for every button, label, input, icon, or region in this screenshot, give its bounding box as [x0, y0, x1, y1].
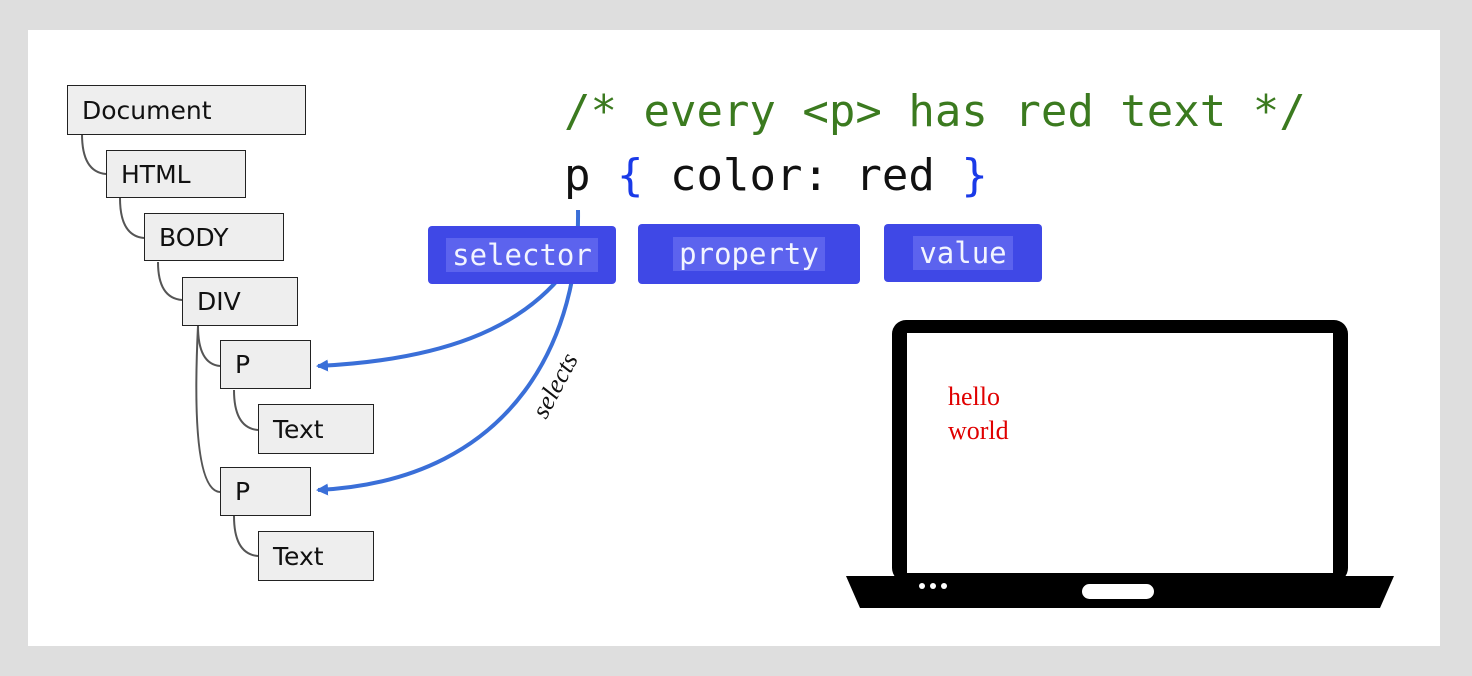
- tree-node-label: Text: [273, 541, 324, 571]
- css-comment: /* every <p> has red text */: [564, 86, 1306, 137]
- css-declaration: color: red: [670, 150, 935, 201]
- connector-p1-text1: [233, 389, 259, 431]
- tree-node-label: Text: [273, 414, 324, 444]
- tree-node-text1: Text: [258, 404, 374, 454]
- laptop-screen-text: hello world: [948, 380, 1009, 448]
- connector-html-body: [119, 197, 145, 239]
- tree-connectors: [81, 133, 259, 557]
- tree-node-body: BODY: [144, 213, 284, 261]
- arrow-to-p1: [316, 268, 568, 372]
- css-rule: p { color: red }: [564, 154, 988, 198]
- selector-tag: selector: [428, 226, 616, 284]
- tree-node-text2: Text: [258, 531, 374, 581]
- tree-node-label: HTML: [121, 159, 191, 189]
- tree-node-p1: P: [220, 340, 311, 389]
- selects-label: selects: [526, 348, 584, 423]
- tree-node-label: BODY: [159, 222, 229, 252]
- tree-node-label: Document: [82, 95, 212, 125]
- laptop-icon: [846, 320, 1394, 608]
- screen-line-world: world: [948, 415, 1009, 445]
- open-brace: {: [617, 150, 644, 201]
- value-tag: value: [884, 224, 1042, 282]
- property-tag-label: property: [673, 236, 825, 272]
- tree-node-div: DIV: [182, 277, 298, 326]
- value-tag-label: value: [913, 235, 1013, 271]
- screen-line-hello: hello: [948, 382, 1000, 411]
- connector-document-html: [81, 133, 107, 175]
- tree-node-label: P: [235, 477, 251, 506]
- tree-node-p2: P: [220, 467, 311, 516]
- tree-node-html: HTML: [106, 150, 246, 198]
- property-tag: property: [638, 224, 860, 284]
- tree-node-label: DIV: [197, 287, 241, 316]
- css-selector: p: [564, 150, 591, 201]
- tree-node-document: Document: [67, 85, 306, 135]
- close-brace: }: [961, 150, 988, 201]
- tree-node-label: P: [235, 350, 251, 379]
- connector-div-p2: [195, 325, 221, 493]
- connector-div-p1: [197, 325, 221, 367]
- connector-body-div: [157, 261, 183, 301]
- selector-tag-label: selector: [446, 237, 598, 273]
- connector-p2-text2: [233, 515, 259, 557]
